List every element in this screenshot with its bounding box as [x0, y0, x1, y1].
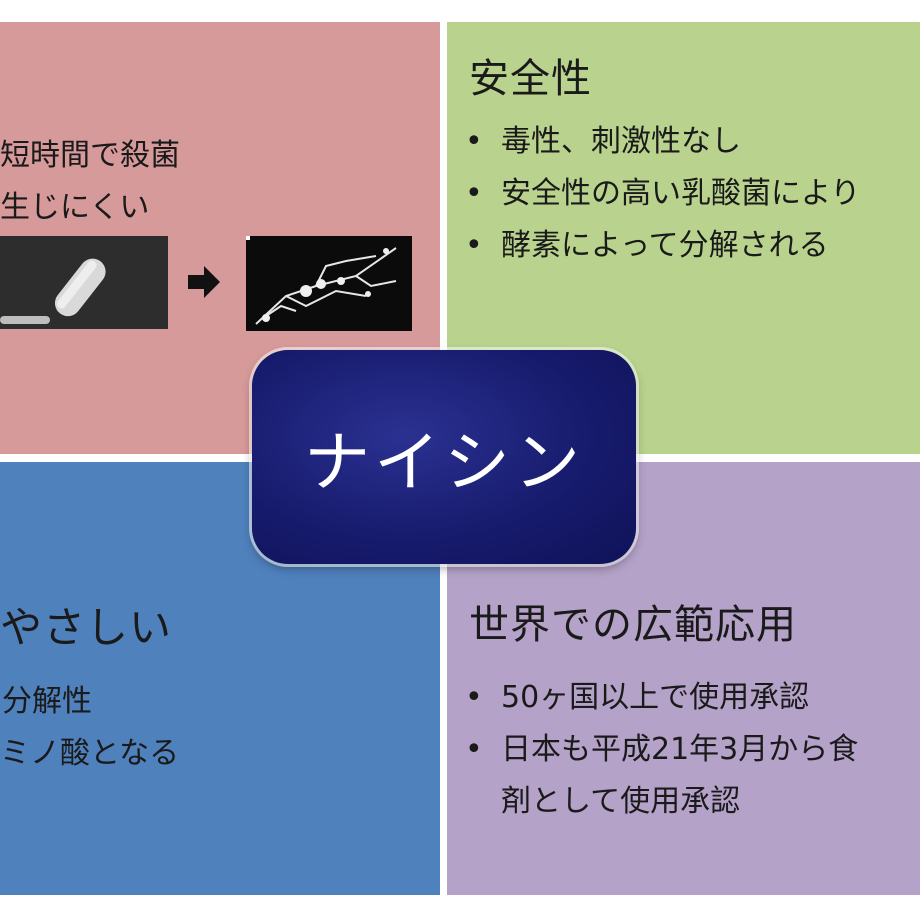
br-bullet-text: 日本も平成21年3月から食: [501, 732, 859, 767]
bl-title: やさしい: [0, 603, 173, 652]
list-item: •毒性、刺激性なし: [465, 124, 741, 159]
br-bullet-text: 50ヶ国以上で使用承認: [501, 680, 810, 715]
br-bullet-continuation: 剤として使用承認: [501, 784, 741, 819]
tr-bullet-text: 酵素によって分解される: [501, 228, 829, 263]
tr-bullet-text: 安全性の高い乳酸菌により: [501, 176, 861, 211]
list-item: •安全性の高い乳酸菌により: [465, 176, 861, 211]
br-bullet-list: •50ヶ国以上で使用承認 •日本も平成21年3月から食: [463, 672, 858, 776]
center-box: ナイシン: [252, 350, 636, 564]
list-item: •日本も平成21年3月から食: [465, 732, 859, 767]
tr-bullet-list: •毒性、刺激性なし •安全性の高い乳酸菌により •酵素によって分解される: [463, 116, 860, 272]
micrograph-bacterium-before: [0, 236, 168, 329]
tl-line-2: 生じにくい: [0, 190, 150, 225]
list-item: •酵素によって分解される: [465, 228, 829, 263]
center-title: ナイシン: [304, 424, 584, 501]
br-title: 世界での広範応用: [469, 602, 797, 648]
quadrant-top-left: 短時間で殺菌 生じにくい: [0, 22, 440, 454]
bl-line-1: 分解性: [2, 684, 92, 719]
arrow-right-icon: [188, 266, 220, 298]
tl-line-1: 短時間で殺菌: [0, 138, 180, 173]
bl-line-2: ミノ酸となる: [0, 736, 180, 771]
micrograph-bacterium-after: [246, 236, 412, 331]
tr-bullet-text: 毒性、刺激性なし: [501, 124, 741, 159]
tr-title: 安全性: [469, 56, 592, 102]
list-item: •50ヶ国以上で使用承認: [465, 680, 810, 715]
